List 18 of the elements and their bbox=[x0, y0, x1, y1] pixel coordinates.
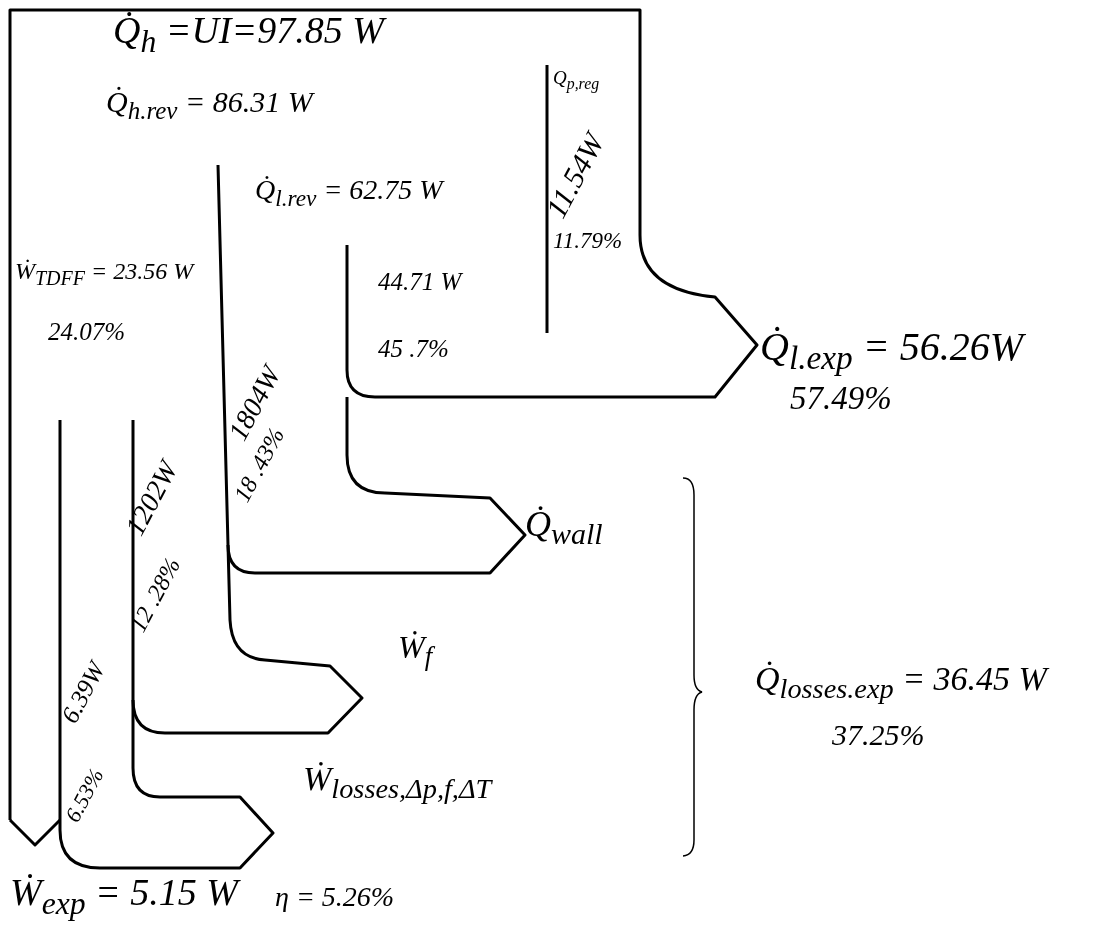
equation-label: Ẇ$_{TDFF}$ = 23.56 W bbox=[15, 258, 194, 289]
value-label: 44.71 W bbox=[378, 268, 462, 296]
efficiency-label: η = 5.26% bbox=[275, 882, 395, 913]
value-label: 24.07% bbox=[48, 318, 126, 346]
equation-label: Q̇$_{h.rev}$ = 86.31 W bbox=[106, 85, 313, 125]
value-label: 57.49% bbox=[790, 380, 892, 417]
flow-value-label: 6.53% bbox=[60, 764, 109, 827]
value-label: 11.79% bbox=[553, 228, 623, 254]
value-label: 45 .7% bbox=[378, 335, 449, 363]
flow-label: Q̇$_{wall}$ bbox=[525, 505, 603, 551]
value-label: 37.25% bbox=[832, 718, 925, 751]
flow-label: Ẇ$_{f}$ bbox=[398, 630, 433, 672]
equation-label: Q̇$_{l.rev}$ = 62.75 W bbox=[255, 175, 443, 212]
flow-label: Q$_{p,reg}$ bbox=[553, 68, 600, 93]
equation-label: Q̇$_{l.exp}$ = 56.26W bbox=[760, 325, 1024, 377]
flow-label: Ẇ$_{losses,Δp,f,ΔT}$ bbox=[303, 760, 492, 804]
flow-value-label: 1202W bbox=[119, 456, 185, 541]
flow-value-label: 6.39W bbox=[55, 657, 111, 728]
